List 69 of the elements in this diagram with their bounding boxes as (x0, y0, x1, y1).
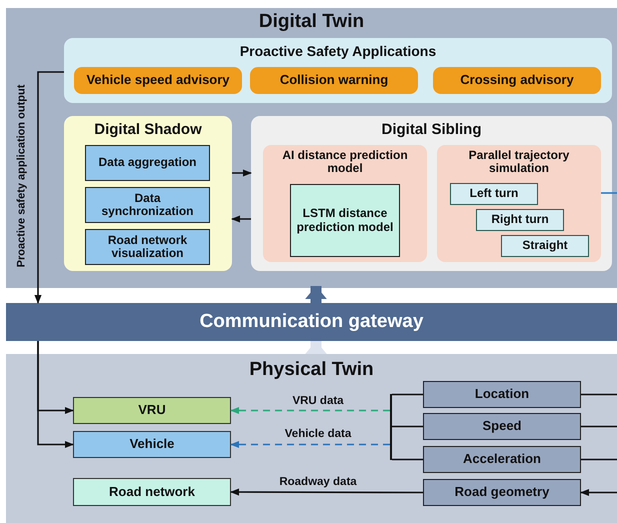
process-box (450, 183, 538, 205)
node-label: Data aggregation (97, 156, 198, 170)
arrow (230, 488, 423, 496)
panel (251, 116, 612, 271)
arrow (231, 215, 251, 223)
panel (64, 116, 232, 271)
panel-title: Digital Sibling (380, 122, 482, 138)
entity-box (73, 397, 231, 424)
node-label: Crossing advisory (459, 73, 575, 88)
panel (64, 38, 612, 103)
connector-line (601, 192, 617, 194)
entity-box (73, 431, 231, 458)
data-box (423, 381, 581, 408)
panel (263, 145, 427, 262)
panel-title: Digital Shadow (93, 122, 203, 138)
connector-line (392, 394, 423, 396)
gateway-band (6, 303, 617, 341)
node-label: Location (474, 387, 530, 402)
app-box (433, 67, 601, 94)
panel (6, 8, 617, 288)
panel-title: Physical Twin (248, 360, 375, 381)
block-arrow (305, 341, 327, 354)
node-label: Road network (108, 484, 196, 500)
node-label: Vehicle speed advisory (85, 73, 231, 88)
app-box (74, 67, 242, 94)
arrow (230, 406, 390, 414)
node-label: Acceleration (462, 452, 542, 467)
edge-label: Roadway data (277, 476, 359, 490)
panel-title: Proactive Safety Applications (238, 44, 438, 60)
arrow (232, 169, 252, 177)
arrow (34, 71, 64, 304)
arrow (37, 341, 74, 448)
panel-title: AI distance prediction model (281, 149, 409, 176)
node-label: Communication gateway (198, 312, 424, 332)
process-box (85, 187, 210, 223)
process-box (290, 184, 400, 257)
connector-line (392, 426, 423, 428)
node-label: Road geometry (454, 485, 550, 500)
node-label: Road network visualization (106, 234, 188, 260)
node-label: Vehicle (128, 437, 176, 452)
panel (6, 354, 617, 523)
process-box (85, 229, 210, 265)
panel-title: Digital Twin (258, 12, 366, 33)
arrow (230, 440, 390, 448)
edge-label: Proactive safety application output (15, 82, 29, 270)
block-arrow (305, 286, 327, 303)
data-box (423, 413, 581, 440)
node-label: Straight (521, 239, 569, 253)
node-label: Left turn (468, 187, 520, 201)
connector-line (581, 426, 617, 428)
node-label: VRU (137, 403, 167, 418)
data-box (423, 479, 581, 506)
connector-line (581, 458, 617, 460)
node-label: Right turn (490, 213, 550, 227)
node-label: LSTM distance prediction model (296, 207, 394, 234)
node-label: Collision warning (278, 73, 390, 88)
app-box (250, 67, 418, 94)
entity-box (73, 478, 231, 506)
process-box (85, 145, 210, 181)
process-box (476, 209, 564, 231)
data-box (423, 446, 581, 473)
node-label: Data synchronization (100, 192, 194, 218)
node-label: Speed (481, 419, 522, 434)
arrow (580, 488, 617, 496)
connector-line (392, 458, 423, 460)
connector-line (581, 394, 617, 396)
process-box (501, 235, 589, 257)
panel (437, 145, 601, 262)
panel-title: Parallel trajectory simulation (468, 149, 570, 176)
